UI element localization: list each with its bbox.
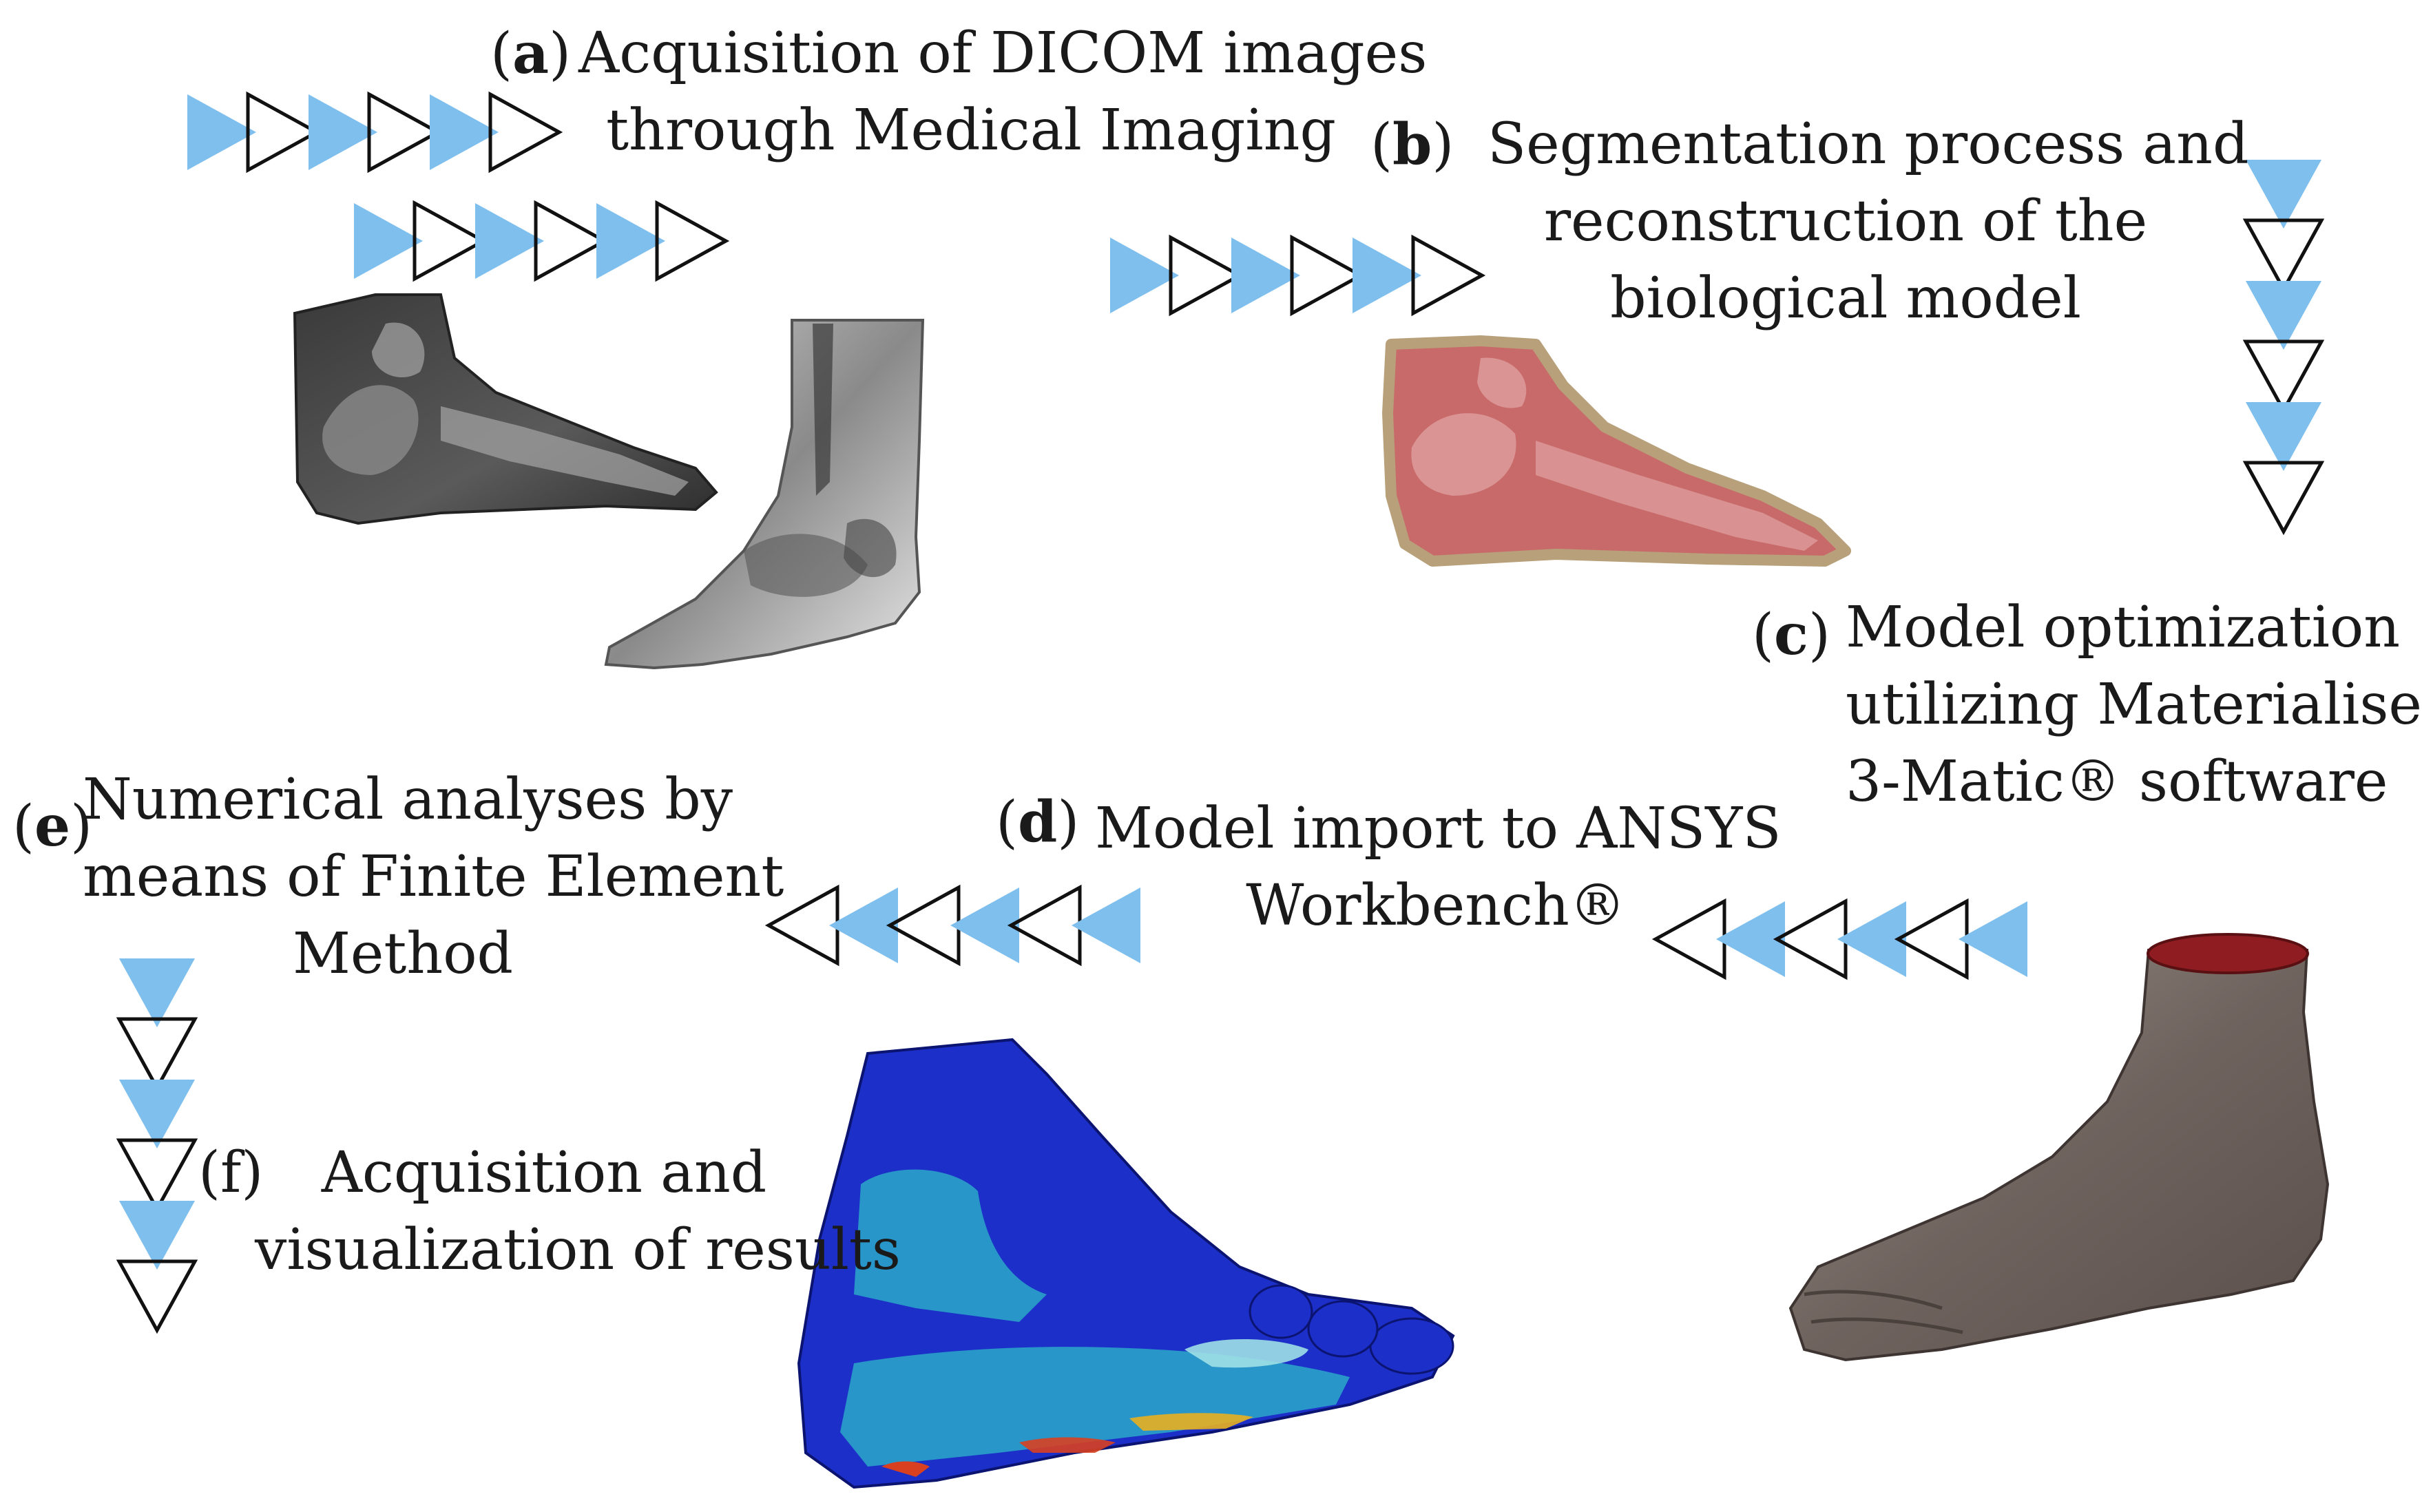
arrow-outline: [1894, 898, 1969, 980]
arrow-filled: [2246, 281, 2321, 350]
step-e-line-3: Method: [292, 921, 514, 987]
step-b-tag: (b): [1370, 112, 1454, 178]
step-a-tag: (a): [490, 21, 572, 87]
arrow-filled: [119, 1080, 195, 1148]
arrow-filled: [309, 94, 377, 170]
arrow-filled: [1716, 901, 1785, 977]
arrow-outline: [2242, 339, 2325, 414]
arrow-strip-d-right: [1651, 898, 2027, 980]
segmentation-image: [1382, 335, 1851, 567]
arrow-filled: [950, 888, 1019, 963]
arrow-outline: [534, 200, 609, 282]
arrow-strip-a-upper: [187, 91, 563, 174]
arrow-filled: [119, 1201, 195, 1270]
step-f-line-2: visualization of results: [255, 1217, 901, 1283]
step-e-tag: (e): [12, 793, 93, 859]
arrow-filled: [430, 94, 499, 170]
step-b-line-1: Segmentation process and: [1487, 112, 2249, 177]
arrow-outline: [116, 1259, 198, 1334]
arrow-outline: [413, 200, 488, 282]
arrow-filled: [119, 958, 195, 1027]
arrow-filled: [1072, 888, 1140, 963]
step-f-text: Acquisition and visualization of results: [255, 1135, 901, 1289]
arrow-filled: [1837, 901, 1906, 977]
arrow-strip-e-down: [116, 958, 198, 1334]
arrow-outline: [1290, 234, 1365, 317]
arrow-outline: [2242, 461, 2325, 536]
step-c-tag: (c): [1752, 602, 1830, 668]
arrow-filled: [1959, 901, 2027, 977]
arrow-strip-d-left: [764, 884, 1140, 967]
step-f-line-1: Acquisition and: [321, 1140, 767, 1206]
arrow-filled: [2246, 160, 2321, 229]
step-e-line-2: means of Finite Element: [83, 844, 784, 910]
step-e-line-1: Numerical analyses by: [83, 767, 733, 832]
arrow-outline: [488, 91, 563, 174]
arrow-filled: [2246, 402, 2321, 471]
step-b-text: Segmentation process and reconstruction …: [1487, 106, 2249, 337]
arrow-filled: [475, 203, 544, 279]
step-f-tag: (f): [198, 1140, 264, 1206]
stl-model-image: [1788, 933, 2330, 1362]
arrow-outline: [116, 1138, 198, 1213]
arrow-filled: [829, 888, 898, 963]
arrow-filled: [187, 94, 256, 170]
step-c-line-3: 3-Matic® software: [1846, 749, 2388, 815]
step-d-text: Model import to ANSYS Workbench®: [1095, 790, 1782, 945]
step-a-line-1: Acquisition of DICOM images: [578, 21, 1428, 86]
arrow-outline: [246, 91, 321, 174]
arrow-outline: [367, 91, 442, 174]
arrow-outline: [116, 1017, 198, 1092]
step-e-text: Numerical analyses by means of Finite El…: [83, 762, 784, 993]
arrow-filled: [1231, 238, 1300, 313]
arrow-outline: [2242, 218, 2325, 293]
arrow-filled: [354, 203, 423, 279]
arrow-outline: [1007, 884, 1082, 967]
step-c-line-1: Model optimization: [1846, 595, 2401, 660]
arrow-outline: [1169, 234, 1244, 317]
ct-scan-image: [293, 293, 718, 525]
step-b-line-2: reconstruction of the: [1543, 189, 2148, 254]
step-d-line-2: Workbench®: [1246, 873, 1626, 938]
arrow-strip-b: [1110, 234, 1486, 317]
arrow-filled: [596, 203, 665, 279]
step-d-line-1: Model import to ANSYS: [1095, 796, 1782, 861]
arrow-filled: [1110, 238, 1179, 313]
arrow-outline: [1773, 898, 1848, 980]
mri-scan-image: [604, 319, 925, 670]
arrow-filled: [1353, 238, 1421, 313]
arrow-outline: [886, 884, 961, 967]
step-c-text: Model optimization utilizing Materialise…: [1846, 589, 2422, 821]
step-a-text: Acquisition of DICOM images through Medi…: [578, 15, 1428, 169]
step-d-tag: (d): [996, 789, 1080, 855]
arrow-strip-a-lower: [354, 200, 730, 282]
fem-results-image: [797, 1038, 1455, 1489]
step-a-line-2: through Medical Imaging: [606, 98, 1336, 163]
step-c-line-2: utilizing Materialise: [1846, 672, 2422, 737]
arrow-strip-c-down: [2242, 160, 2325, 536]
arrow-outline: [655, 200, 730, 282]
step-b-line-3: biological model: [1610, 266, 2081, 331]
arrow-outline: [1411, 234, 1486, 317]
